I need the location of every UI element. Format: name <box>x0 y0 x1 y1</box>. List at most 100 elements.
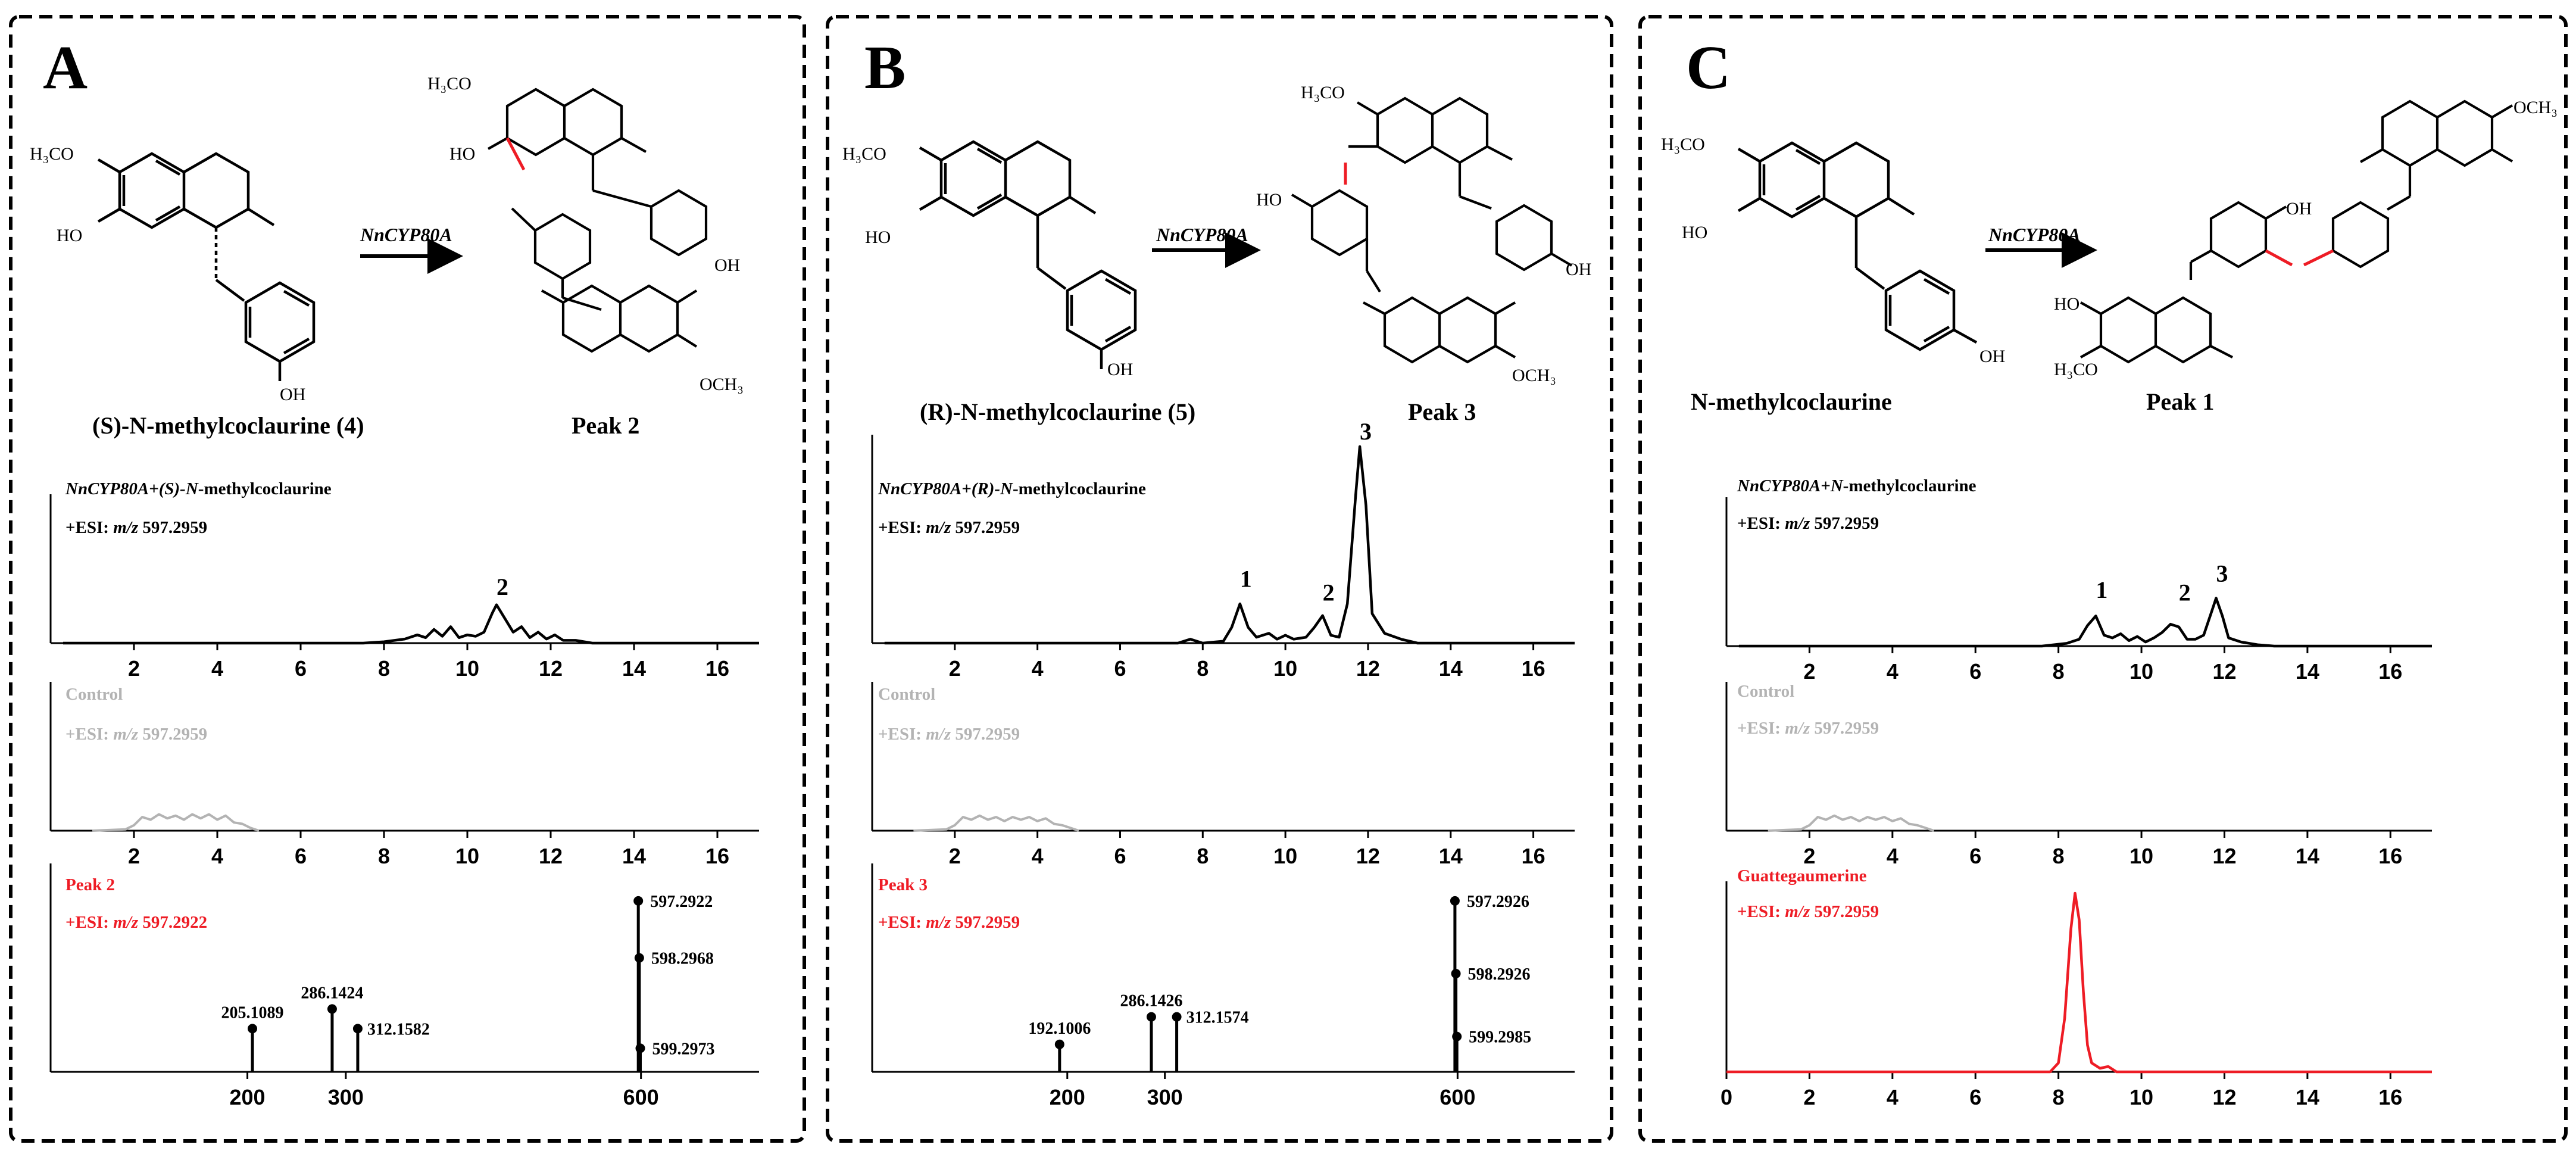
panel-c-prod-och3: OCH₃ <box>2513 98 2558 117</box>
chart-c-8-tick-label: 0 <box>1721 1085 1732 1109</box>
chart-b-3-tick-label: 6 <box>1114 656 1126 681</box>
chart-a-2-stick-label: 597.2922 <box>650 893 713 911</box>
chart-b-4-title: Control <box>878 685 935 704</box>
chart-b-5-stick-label: 286.1426 <box>1120 992 1182 1011</box>
chart-b-4-subtitle: +ESI: m/z 597.2959 <box>878 725 1020 744</box>
chart-c-6-tick-label: 12 <box>2212 659 2236 684</box>
chart-a-2-stick-label: 312.1582 <box>367 1020 430 1039</box>
chart-c-8-tick-label: 4 <box>1887 1085 1899 1109</box>
chart-b-4-tick-label: 4 <box>1032 844 1044 868</box>
chart-c-7-tick-label: 8 <box>2053 844 2065 868</box>
chart-b-3-peak-label: 2 <box>1323 579 1335 606</box>
chart-a-0-tick-label: 8 <box>378 656 390 681</box>
chart-a-0-peak-label: 2 <box>497 573 508 600</box>
chart-a-1-tick-label: 8 <box>378 844 390 868</box>
chart-a-0-tick-label: 4 <box>211 656 223 681</box>
panel-a-enzyme: NnCYP80A <box>360 224 452 245</box>
chart-a-1-tick-label: 6 <box>295 844 307 868</box>
panel-a-prod-ho: HO <box>449 144 475 164</box>
chart-c-7-tick-label: 4 <box>1887 844 1899 868</box>
chart-c-6-tick-label: 14 <box>2296 659 2319 684</box>
chart-c-7-tick-label: 2 <box>1803 844 1815 868</box>
chart-b-3-tick-label: 12 <box>1356 656 1380 681</box>
chart-a-0-tick-label: 16 <box>705 656 729 681</box>
chart-b-3-tick-label: 8 <box>1197 656 1209 681</box>
panel-a-sub-ho: HO <box>57 226 82 245</box>
panel-a-prod-h3co: H₃CO <box>427 74 472 93</box>
chart-a-2-stick-dot <box>635 1043 645 1053</box>
panel-b-sub-oh: OH <box>1107 360 1133 379</box>
panel-a-substrate-structure <box>97 152 316 381</box>
chart-a-0-tick-label: 12 <box>539 656 563 681</box>
chart-c-7-title: Control <box>1737 682 1794 701</box>
chart-c-6-peak-label: 3 <box>2216 560 2228 587</box>
chart-b-5-tick-label: 600 <box>1440 1085 1475 1109</box>
chart-b-3-tick-label: 10 <box>1273 656 1297 681</box>
chart-b-4-tick-label: 16 <box>1522 844 1545 868</box>
panel-c-sub-h3co: H₃CO <box>1661 135 1705 154</box>
chart-b-5-title: Peak 3 <box>878 875 928 894</box>
chart-b-5-stick-label: 312.1574 <box>1186 1009 1249 1027</box>
panel-b-sub-ho: HO <box>865 227 891 247</box>
chart-c-6-series-line <box>1738 597 2432 648</box>
charts-layer: NnCYP80A+(S)-N-methylcoclaurine +ESI: m/z… <box>49 418 2432 1109</box>
chart-c-7-tick-label: 6 <box>1969 844 1981 868</box>
chart-b-5-stick-label: 192.1006 <box>1028 1019 1091 1038</box>
chart-c-6-tick-label: 6 <box>1969 659 1981 684</box>
chart-a-2-stick-dot <box>633 896 644 906</box>
chart-a-2-stick-dot <box>634 953 644 963</box>
chart-b-3-series-line <box>884 445 1575 645</box>
chart-a-2-stick-dot <box>327 1004 337 1014</box>
chart-b-4-tick-label: 14 <box>1439 844 1463 868</box>
panel-a-frame <box>9 15 806 1143</box>
chart-b-3-peak-label: 1 <box>1240 566 1252 593</box>
panel-b-label: B <box>864 33 905 102</box>
panel-b-prod-oh: OH <box>1566 260 1591 279</box>
panel-a-sub-oh: OH <box>280 385 305 404</box>
panel-a-sub-h3co: H₃CO <box>30 144 74 164</box>
chart-b-5-stick-dot <box>1054 1039 1064 1049</box>
chart-b-4-tick-label: 6 <box>1114 844 1126 868</box>
chart-a-0-title: NnCYP80A+(S)-N-methylcoclaurine <box>65 479 332 498</box>
chart-a-2-tick-label: 600 <box>623 1085 659 1109</box>
chart-b-4-tick-label: 8 <box>1197 844 1209 868</box>
panel-c-enzyme: NnCYP80A <box>1988 224 2081 245</box>
panel-c-substrate-structure <box>1737 141 1978 351</box>
panel-a-label: A <box>43 33 88 102</box>
chart-c-8-series-line <box>1726 891 2432 1074</box>
chart-a-0-tick-label: 2 <box>128 656 140 681</box>
chart-b-4-tick-label: 2 <box>949 844 961 868</box>
panel-b-prod-h3co: H₃CO <box>1301 83 1345 102</box>
chart-c-7-tick-label: 14 <box>2296 844 2319 868</box>
chart-b-5-stick-dot <box>1450 896 1460 906</box>
panel-c-sub-oh: OH <box>1979 347 2005 366</box>
chart-b-3-peak-label: 3 <box>1360 418 1372 445</box>
panel-c-frame <box>1638 15 2568 1143</box>
panel-b-substrate-name: (R)-N-methylcoclaurine (5) <box>920 398 1195 425</box>
chart-b-5-stick-dot <box>1451 969 1461 978</box>
chart-a-2-stick-dot <box>352 1024 363 1034</box>
chart-a-2-tick-label: 200 <box>230 1085 266 1109</box>
chart-b-5-tick-label: 200 <box>1050 1085 1085 1109</box>
panel-b-product-name: Peak 3 <box>1408 398 1476 425</box>
chart-b-5-stick-label: 597.2926 <box>1467 893 1529 911</box>
panel-b-enzyme: NnCYP80A <box>1156 224 1248 245</box>
chart-a-0-tick-label: 6 <box>295 656 307 681</box>
chart-c-7-tick-label: 12 <box>2212 844 2236 868</box>
chart-b-5-stick-label: 598.2926 <box>1468 965 1531 984</box>
panel-c-new-bond-2 <box>2303 249 2334 267</box>
panel-c-prod-h3co: H₃CO <box>2054 360 2098 379</box>
chart-a-0-subtitle: +ESI: m/z 597.2959 <box>65 518 207 537</box>
chart-a-0-series-line <box>63 603 759 645</box>
chart-a-2-title: Peak 2 <box>65 875 115 894</box>
chart-c-6-tick-label: 2 <box>1803 659 1815 684</box>
panel-c-substrate-name: N-methylcoclaurine <box>1691 388 1892 415</box>
panel-a-new-bond <box>505 137 526 171</box>
panel-b-substrate-structure <box>919 140 1137 369</box>
chart-c-8-title: Guattegaumerine <box>1737 866 1867 885</box>
panel-b-prod-och3: OCH₃ <box>1512 366 1556 385</box>
chart-a-1-tick-label: 12 <box>539 844 563 868</box>
chart-b-3-tick-label: 14 <box>1439 656 1463 681</box>
panel-c-sub-ho: HO <box>1682 223 1707 242</box>
